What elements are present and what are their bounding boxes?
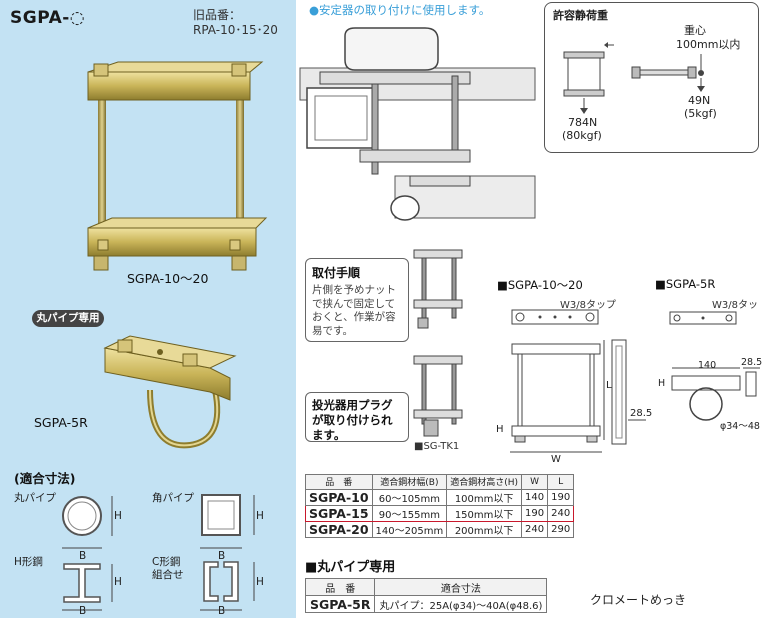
cell-l: 240 xyxy=(547,504,575,522)
drawing-sgpa-1020 xyxy=(510,309,646,453)
left-panel xyxy=(0,0,296,618)
col-header-l: L xyxy=(547,474,575,490)
cell-width: 140～205mm xyxy=(371,520,448,538)
cell-code: SGPA-10 xyxy=(305,488,373,506)
old-code-label: 旧品番： xyxy=(193,8,242,22)
dim-letter-b: B xyxy=(218,605,226,617)
load-side-newton: 49N xyxy=(688,94,711,107)
dim-round-pipe-label: 丸パイプ xyxy=(14,492,56,504)
dim-c-steel-label: C形鋼 xyxy=(152,556,181,568)
dim-h-steel-label: H形鋼 xyxy=(14,556,43,568)
col-header-code: 品 番 xyxy=(304,578,376,596)
spec-table-header: 品 番 適合鋼材幅(B) 適合鋼材高さ(H) W L xyxy=(305,474,575,490)
mounting-procedure-body: 片側を予めナットで挟んで固定しておくと、作業が容易です。 xyxy=(312,284,396,337)
load-diagram xyxy=(563,42,705,114)
old-code-value: RPA-10･15･20 xyxy=(193,23,278,37)
sg-tk1-label: ■SG-TK1 xyxy=(414,441,460,452)
load-side-kgf: (5kgf) xyxy=(684,107,717,120)
cell-l: 190 xyxy=(547,488,575,506)
plug-callout-body: 投光器用プラグが取り付けられます。 xyxy=(312,398,393,442)
dim-letter-h: H xyxy=(114,576,122,588)
dim-c-steel-label-2: 組合せ xyxy=(152,569,184,581)
installation-illustration xyxy=(299,27,536,221)
model-label-sgpa-1020: SGPA-10～20 xyxy=(127,271,209,286)
load-down-newton: 784N xyxy=(568,116,598,129)
product-image-sgpa-5r xyxy=(103,335,237,449)
cell-w: 240 xyxy=(520,520,549,538)
round-pipe-diagram xyxy=(62,494,255,611)
cell-code: SGPA-20 xyxy=(305,520,373,538)
cell-l: 290 xyxy=(547,520,575,538)
dim-letter-h: H xyxy=(256,510,264,522)
dim-letter-b: B xyxy=(79,605,87,617)
dim-letter-h: H xyxy=(114,510,122,522)
drawing-5r-dim-h: H xyxy=(658,378,666,389)
col-header-code: 品 番 xyxy=(305,474,373,490)
cell-code: SGPA-15 xyxy=(305,504,373,522)
product-image-sgpa-1020 xyxy=(87,61,268,271)
round-pipe-badge: 丸パイプ専用 xyxy=(32,310,104,327)
col-header-height: 適合鋼材高さ(H) xyxy=(446,474,522,490)
col-header-width: 適合鋼材幅(B) xyxy=(371,474,448,490)
plug-callout: 投光器用プラグが取り付けられます。 xyxy=(305,392,409,442)
drawing-5r-dim-phi: φ34～48 xyxy=(720,421,760,432)
drawing-1020-title: ■SGPA-10～20 xyxy=(497,278,583,292)
cell-width: 60～105mm xyxy=(371,488,448,506)
cell-height: 100mm以下 xyxy=(446,488,522,506)
drawing-5r-dim-140: 140 xyxy=(698,360,717,371)
dim-square-pipe-label: 角パイプ xyxy=(152,492,194,504)
load-center-label: 重心 xyxy=(684,24,706,37)
drawing-5r-dim-285: 28.5 xyxy=(741,357,763,368)
table-row: SGPA-20 140～205mm 200mm以下 240 290 xyxy=(305,520,575,538)
cell-width: 90～155mm xyxy=(371,504,448,522)
drawing-1020-dim-285: 28.5 xyxy=(630,408,653,419)
dim-letter-b: B xyxy=(218,550,226,562)
compatible-dims-title: (適合寸法) xyxy=(14,471,76,486)
drawing-1020-dim-h: H xyxy=(496,424,504,435)
cell-height: 200mm以下 xyxy=(446,520,522,538)
table-row: SGPA-5R 丸パイプ：25A(φ34)～40A(φ48.6) xyxy=(304,595,548,613)
finish-label: クロメートめっき xyxy=(590,593,687,607)
drawing-1020-dim-w: W xyxy=(551,454,561,465)
intro-text: ●安定器の取り付けに使用します。 xyxy=(309,3,491,17)
drawing-1020-dim-l: L xyxy=(606,380,612,391)
cell-w: 140 xyxy=(520,488,549,506)
load-center-limit: 100mm以内 xyxy=(676,38,741,51)
dim-letter-h: H xyxy=(256,576,264,588)
round-pipe-section-heading: ■丸パイプ専用 xyxy=(305,560,396,575)
table-row: SGPA-10 60～105mm 100mm以下 140 190 xyxy=(305,488,575,506)
cell-code: SGPA-5R xyxy=(304,595,376,613)
mounting-procedure-title: 取付手順 xyxy=(312,266,361,280)
drawing-1020-tap-label: W3/8タップ xyxy=(560,300,616,311)
spec-table: 品 番 適合鋼材幅(B) 適合鋼材高さ(H) W L SGPA-10 60～10… xyxy=(305,474,575,538)
cell-fit: 丸パイプ：25A(φ34)～40A(φ48.6) xyxy=(374,595,548,613)
col-header-fit: 適合寸法 xyxy=(374,578,548,596)
round-pipe-table: 品 番 適合寸法 SGPA-5R 丸パイプ：25A(φ34)～40A(φ48.6… xyxy=(304,578,548,613)
model-label-sgpa-5r: SGPA-5R xyxy=(34,415,88,430)
mounting-procedure-callout: 取付手順 片側を予めナットで挟んで固定しておくと、作業が容易です。 xyxy=(305,258,409,342)
cell-height: 150mm以下 xyxy=(446,504,522,522)
load-down-kgf: (80kgf) xyxy=(562,129,602,142)
mounting-step-illustrations xyxy=(413,249,463,437)
dim-letter-b: B xyxy=(79,550,87,562)
drawing-5r-title: ■SGPA-5R xyxy=(655,277,716,291)
table-row-highlighted: SGPA-15 90～155mm 150mm以下 190 240 xyxy=(305,504,575,522)
round-table-header: 品 番 適合寸法 xyxy=(304,578,548,596)
col-header-w: W xyxy=(520,474,549,490)
series-title: SGPA-◌ xyxy=(10,8,86,28)
drawing-sgpa-5r xyxy=(669,311,760,421)
load-box-title: 許容静荷重 xyxy=(553,9,608,22)
cell-w: 190 xyxy=(520,504,549,522)
